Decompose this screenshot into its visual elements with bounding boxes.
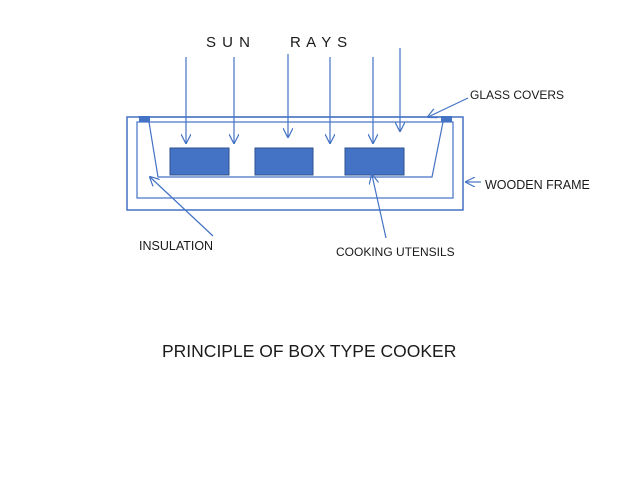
cooking-utensils-label: COOKING UTENSILS bbox=[336, 245, 455, 259]
rays-label: R A Y S bbox=[290, 34, 348, 51]
sun-label: S U N bbox=[206, 34, 251, 51]
sun-rays bbox=[186, 48, 400, 143]
cooking-utensil bbox=[344, 147, 405, 176]
glass-cover-clip-right bbox=[441, 116, 452, 122]
glass-covers-pointer bbox=[428, 97, 469, 117]
inner-tray bbox=[148, 121, 444, 178]
insulation-pointer bbox=[150, 177, 214, 237]
cooking-utensils-pointer bbox=[372, 175, 387, 239]
cooking-utensil bbox=[169, 147, 230, 176]
diagram-caption: PRINCIPLE OF BOX TYPE COOKER bbox=[162, 341, 456, 361]
wooden-frame-inner bbox=[136, 121, 454, 199]
glass-cover-clip-left bbox=[139, 116, 150, 122]
glass-covers-label: GLASS COVERS bbox=[470, 88, 564, 102]
insulation-label: INSULATION bbox=[139, 239, 213, 253]
cooking-utensil bbox=[254, 147, 314, 176]
wooden-frame-label: WOODEN FRAME bbox=[485, 178, 590, 192]
